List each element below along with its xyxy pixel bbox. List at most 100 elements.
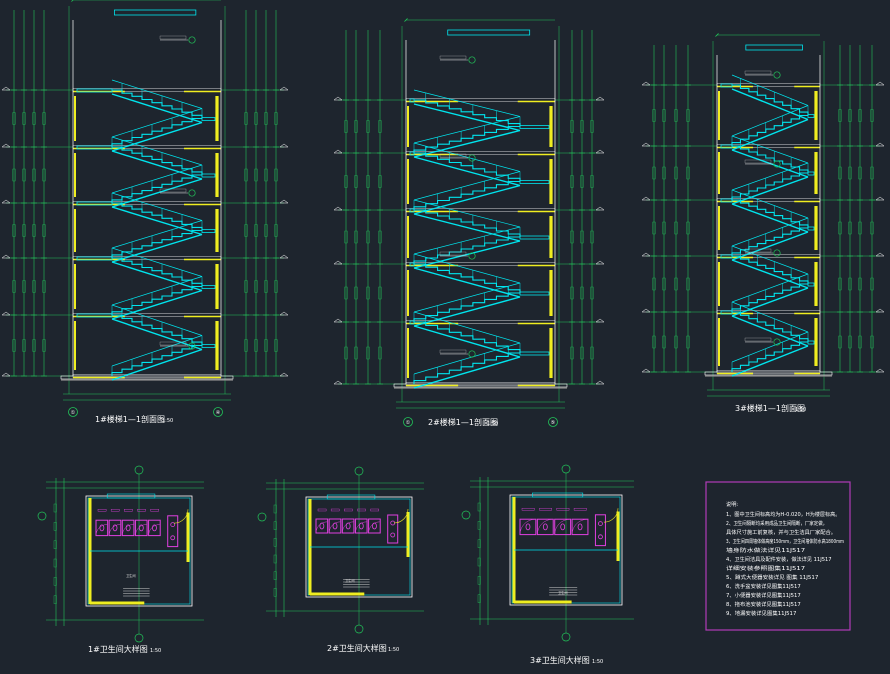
- grid-bubble: [354, 624, 364, 634]
- note-text: [744, 248, 772, 253]
- stall-door-swing: [355, 521, 367, 534]
- landing: [76, 201, 113, 206]
- dim-text: [580, 286, 584, 300]
- toilet-plan-3[interactable]: 3#卫生间大样图 1:50 卫生间: [461, 464, 634, 665]
- dim-text: [366, 120, 370, 133]
- fixture-label: [137, 509, 146, 512]
- handrail: [111, 136, 203, 166]
- toilet-plan-1[interactable]: 1#卫生间大样图 1:50 卫生间: [37, 465, 204, 654]
- handrail: [731, 217, 809, 247]
- section-title: 3#楼梯1—1剖面图: [735, 403, 805, 413]
- dim-text: [344, 120, 348, 133]
- handrail: [413, 89, 521, 117]
- fixture-label: [556, 508, 570, 511]
- stair-flights: [409, 89, 550, 389]
- stair-flight: [731, 245, 809, 289]
- stair-walls: [405, 40, 556, 384]
- sink-counter: [594, 514, 606, 547]
- note-text: [159, 35, 187, 40]
- stair-flight: [111, 247, 203, 292]
- dim-text: [366, 286, 370, 300]
- elevation-mark: [333, 149, 343, 154]
- toilet-room-label: 卫生间: [345, 578, 355, 583]
- dim-text: [273, 521, 277, 530]
- stair-stringer: [413, 156, 521, 187]
- stair-stringer: [413, 240, 521, 269]
- landing: [409, 262, 415, 267]
- handrail: [731, 135, 809, 164]
- stair-stringer: [111, 318, 203, 351]
- section-leaders: [744, 70, 781, 346]
- dim-text: [354, 175, 358, 188]
- general-notes[interactable]: 说明: 1、图中卫生间标高均为H-0.020，H为楼层标高。2、卫生间隔断均采用…: [705, 481, 851, 631]
- handrail: [731, 331, 809, 363]
- wash-basin: [390, 532, 396, 538]
- elevation-mark: [1, 199, 11, 204]
- elevation-mark: [595, 380, 605, 385]
- dim-text: [674, 335, 678, 349]
- elevation-mark: [1, 86, 11, 91]
- dim-text: [244, 280, 248, 293]
- dim-text: [378, 175, 382, 188]
- elevation-mark: [875, 308, 885, 313]
- stair-section-2[interactable]: ① ⑤ 2#楼梯1—1剖面图 1:50: [333, 18, 605, 428]
- toilet-stall: [571, 518, 589, 536]
- elevation-mark: [333, 318, 343, 323]
- toilet-plan-drawing: [257, 466, 424, 634]
- dim-text: [53, 595, 57, 604]
- stair-section-1[interactable]: ① ④ 1#楼梯1—1剖面图 1:50: [1, 0, 289, 424]
- stair-flight: [413, 89, 521, 132]
- dim-text: [273, 538, 277, 547]
- sink-counter: [167, 515, 179, 548]
- dim-text: [32, 224, 36, 237]
- dim-text: [674, 221, 678, 235]
- stall-door-swing: [108, 524, 121, 536]
- grid-axis-left: ①: [71, 410, 76, 416]
- landing: [807, 282, 815, 287]
- toilet-stall: [315, 518, 329, 534]
- dim-text: [580, 346, 584, 360]
- dim-tick: [715, 33, 719, 37]
- stair-stringer: [413, 184, 521, 215]
- landing: [807, 340, 815, 345]
- handrail: [111, 220, 203, 249]
- section-leaders: [159, 35, 196, 350]
- landing: [720, 198, 733, 203]
- dim-text: [570, 175, 574, 188]
- dim-text: [838, 277, 842, 291]
- dim-text: [848, 109, 852, 122]
- dim-text: [53, 558, 57, 568]
- dim-text: [354, 120, 358, 133]
- dim-text: [354, 346, 358, 360]
- dimension-lines: [343, 18, 595, 409]
- landing: [409, 98, 415, 103]
- door-swing: [603, 508, 619, 523]
- dim-text: [477, 539, 481, 548]
- dim-text: [244, 112, 248, 125]
- squat-toilet: [99, 524, 105, 532]
- detail-callout: [468, 56, 476, 64]
- stair-flights: [76, 79, 216, 381]
- toilet-stall: [368, 518, 381, 534]
- stair-flight: [413, 199, 521, 242]
- note-text: [744, 337, 772, 342]
- dim-text: [273, 554, 277, 564]
- stair-stringer: [413, 325, 521, 358]
- fixture-label: [97, 509, 107, 512]
- notes-item: 1、图中卫生间标高均为H-0.020，H为楼层标高。: [726, 510, 840, 518]
- stair-stringer: [413, 356, 521, 389]
- toilet-scale: 1:50: [150, 648, 161, 654]
- notes-item: 3、卫生间四周墙体做高度150mm，卫生间墙体防水高1800mm: [726, 537, 844, 545]
- stair-section-3[interactable]: 3#楼梯1—1剖面图 1:50: [641, 33, 885, 414]
- dim-text: [32, 280, 36, 293]
- dim-text: [378, 346, 382, 360]
- landing: [720, 83, 733, 88]
- note-text: [439, 153, 467, 158]
- toilet-plan-2[interactable]: 2#卫生间大样图 1:50 卫生间: [257, 466, 424, 653]
- detail-callout: [773, 249, 781, 257]
- stair-stringer: [731, 176, 809, 205]
- fixture-label: [370, 508, 379, 512]
- dim-text: [838, 109, 842, 122]
- stair-flight: [413, 342, 521, 389]
